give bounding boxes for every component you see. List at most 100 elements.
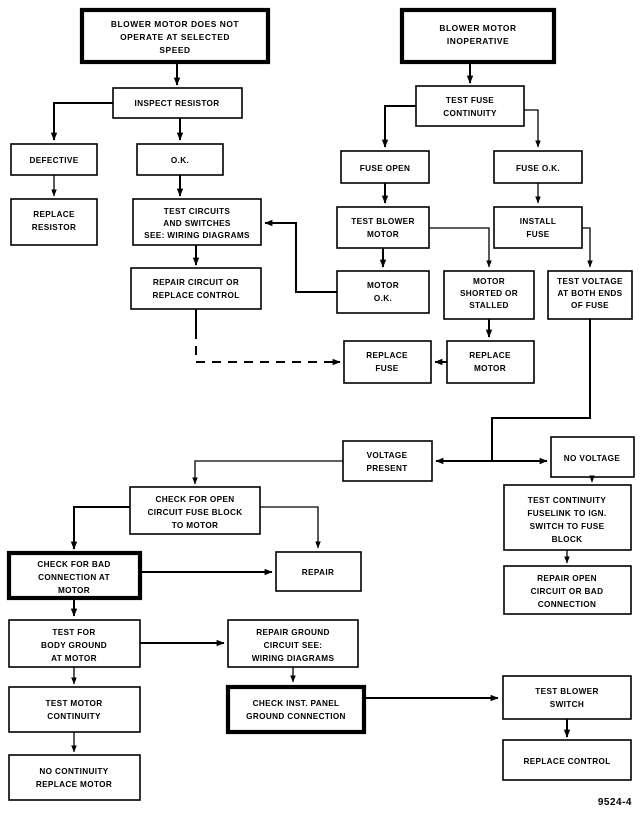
node-line: TEST CONTINUITY [528,496,607,505]
node-line: INSPECT RESISTOR [134,99,219,108]
node-replace-fuse: REPLACE FUSE [343,340,432,384]
node-line: CONNECTION [538,600,597,609]
node-line: REPAIR OPEN [537,574,597,583]
node-repair: REPAIR [275,551,362,592]
header-line: OPERATE AT SELECTED [120,32,230,42]
node-check-inst-panel-ground-connection: CHECK INST. PANEL GROUND CONNECTION [225,684,367,735]
node-line: REPAIR [302,568,334,577]
node-repair-ground-circuit: REPAIR GROUND CIRCUIT SEE: WIRING DIAGRA… [227,619,359,668]
node-line: MOTOR [367,281,399,290]
node-line: DEFECTIVE [29,156,78,165]
node-repair-open-circuit-or-bad-connection: REPAIR OPEN CIRCUIT OR BAD CONNECTION [503,565,632,615]
node-replace-control: REPLACE CONTROL [502,739,632,781]
node-ok: O.K. [136,143,224,176]
node-test-for-body-ground-at-motor: TEST FOR BODY GROUND AT MOTOR [8,619,141,668]
header-line: BLOWER MOTOR [439,23,516,33]
node-line: VOLTAGE [367,451,408,460]
node-line: CHECK FOR OPEN [155,495,234,504]
node-line: REPLACE MOTOR [36,780,112,789]
node-line: REPLACE CONTROL [523,757,610,766]
header-line: SPEED [159,45,190,55]
node-line: TO MOTOR [172,521,219,530]
node-line: CIRCUIT OR BAD [531,587,604,596]
node-test-circuits-and-switches: TEST CIRCUITS AND SWITCHES SEE: WIRING D… [132,198,262,246]
node-install-fuse: INSTALL FUSE [493,206,583,249]
header-box-blower-motor-inoperative: BLOWER MOTOR INOPERATIVE [399,7,557,65]
node-line: BODY GROUND [41,641,107,650]
node-motor-shorted-or-stalled: MOTOR SHORTED OR STALLED [443,270,535,320]
node-line: TEST FUSE [446,96,494,105]
node-motor-ok: MOTOR O.K. [336,270,430,314]
node-line: TEST FOR [52,628,95,637]
node-line: FUSELINK TO IGN. [527,509,606,518]
node-repair-circuit-or-replace-control: REPAIR CIRCUIT OR REPLACE CONTROL [130,267,262,310]
node-line: RESISTOR [32,223,77,232]
node-no-continuity-replace-motor: NO CONTINUITY REPLACE MOTOR [8,754,141,801]
node-line: O.K. [171,156,189,165]
node-line: REPAIR GROUND [256,628,330,637]
node-line: AT MOTOR [51,654,97,663]
node-test-continuity-fuselink: TEST CONTINUITY FUSELINK TO IGN. SWITCH … [503,484,632,551]
node-line: REPLACE [366,351,408,360]
node-line: O.K. [374,294,392,303]
node-line: CHECK INST. PANEL [253,699,340,708]
node-line: MOTOR [367,230,399,239]
node-line: BLOCK [552,535,583,544]
node-line: TEST MOTOR [45,699,102,708]
header-line: INOPERATIVE [447,36,509,46]
node-test-blower-switch: TEST BLOWER SWITCH [502,675,632,720]
node-line: CONTINUITY [47,712,101,721]
node-test-motor-continuity: TEST MOTOR CONTINUITY [8,686,141,733]
node-line: MOTOR [474,364,506,373]
node-line: NO VOLTAGE [564,454,621,463]
node-line: REPLACE CONTROL [152,291,239,300]
node-voltage-present: VOLTAGE PRESENT [342,440,433,482]
node-line: CIRCUIT SEE: [264,641,323,650]
node-line: SEE: WIRING DIAGRAMS [144,231,250,240]
node-line: MOTOR [473,277,505,286]
node-check-for-bad-connection-at-motor: CHECK FOR BAD CONNECTION AT MOTOR [6,550,143,601]
connectors [50,62,595,753]
node-line: REPLACE [469,351,511,360]
node-line: SWITCH [550,700,584,709]
node-fuse-ok: FUSE O.K. [493,150,583,184]
node-line: TEST VOLTAGE [557,277,623,286]
figure-caption: 9524-4 [598,797,632,808]
node-line: TEST CIRCUITS [164,207,231,216]
node-line: NO CONTINUITY [39,767,108,776]
node-line: SHORTED OR [460,289,518,298]
node-test-voltage-both-ends-of-fuse: TEST VOLTAGE AT BOTH ENDS OF FUSE [547,270,633,320]
node-fuse-open: FUSE OPEN [340,150,430,184]
node-no-voltage: NO VOLTAGE [550,436,635,478]
node-inspect-resistor: INSPECT RESISTOR [112,87,243,119]
node-defective: DEFECTIVE [10,143,98,176]
header-box-blower-motor-speed: BLOWER MOTOR DOES NOT OPERATE AT SELECTE… [79,7,271,65]
node-line: PRESENT [366,464,407,473]
header-line: BLOWER MOTOR DOES NOT [111,19,240,29]
node-line: AT BOTH ENDS [558,289,623,298]
node-line: FUSE [526,230,549,239]
node-line: REPAIR CIRCUIT OR [153,278,239,287]
node-test-fuse-continuity: TEST FUSE CONTINUITY [415,85,525,127]
node-line: INSTALL [520,217,556,226]
node-line: STALLED [469,301,509,310]
node-line: FUSE OPEN [360,164,410,173]
node-line: CONTINUITY [443,109,497,118]
node-line: MOTOR [58,586,90,595]
node-line: SWITCH TO FUSE [530,522,605,531]
node-replace-motor: REPLACE MOTOR [446,340,535,384]
node-check-for-open-circuit-fuse-block: CHECK FOR OPEN CIRCUIT FUSE BLOCK TO MOT… [129,486,261,535]
node-line: CIRCUIT FUSE BLOCK [148,508,243,517]
node-line: OF FUSE [571,301,609,310]
node-line: TEST BLOWER [351,217,414,226]
node-line: FUSE [375,364,398,373]
node-replace-resistor: REPLACE RESISTOR [10,198,98,246]
node-line: FUSE O.K. [516,164,560,173]
node-line: CHECK FOR BAD [37,560,110,569]
node-line: AND SWITCHES [163,219,231,228]
node-line: CONNECTION AT [38,573,110,582]
node-line: WIRING DIAGRAMS [252,654,335,663]
node-test-blower-motor: TEST BLOWER MOTOR [336,206,430,249]
